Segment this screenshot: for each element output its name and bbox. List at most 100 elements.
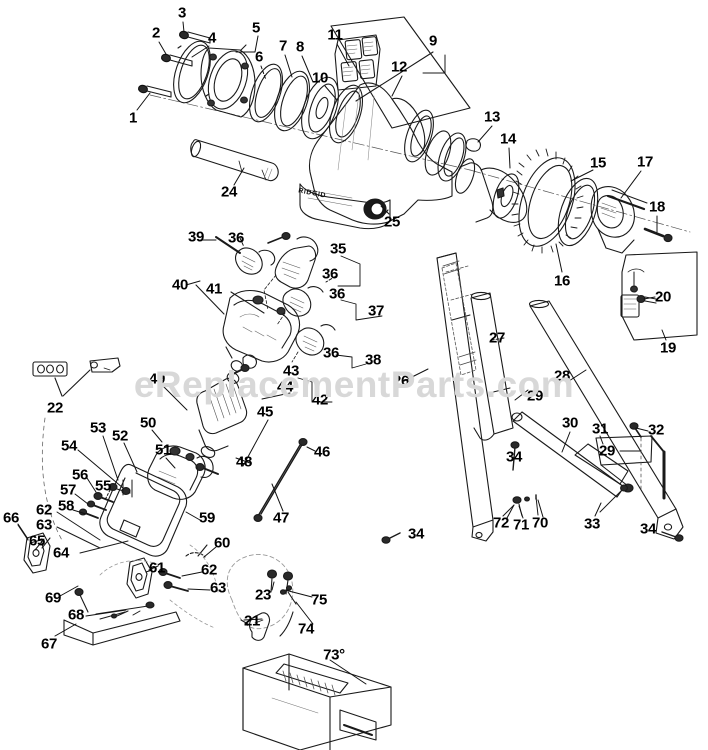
callout-49[interactable]: 49 xyxy=(148,370,166,388)
callout-19[interactable]: 19 xyxy=(659,339,677,357)
callout-75[interactable]: 75 xyxy=(310,591,328,609)
callout-62[interactable]: 62 xyxy=(35,501,53,519)
callout-43[interactable]: 43 xyxy=(282,362,300,380)
part-34-fasteners xyxy=(381,441,684,544)
callout-16[interactable]: 16 xyxy=(553,272,571,290)
part-19-panel xyxy=(620,251,698,341)
callout-50[interactable]: 50 xyxy=(139,414,157,432)
part-59-handle-frame xyxy=(99,463,188,557)
callout-14[interactable]: 14 xyxy=(499,130,517,148)
callout-9[interactable]: 9 xyxy=(428,32,438,50)
callout-63[interactable]: 63 xyxy=(209,579,227,597)
callout-60[interactable]: 60 xyxy=(213,534,231,552)
part-67-base-rail xyxy=(63,588,181,646)
callout-36[interactable]: 36 xyxy=(321,265,339,283)
callout-48[interactable]: 48 xyxy=(235,453,253,471)
leaders-62-63-64 xyxy=(56,511,129,554)
callout-64[interactable]: 64 xyxy=(52,544,70,562)
callout-68[interactable]: 68 xyxy=(67,606,85,624)
callout-31[interactable]: 31 xyxy=(591,420,609,438)
part-65-bracket xyxy=(17,524,51,574)
callout-22[interactable]: 22 xyxy=(46,399,64,417)
callout-13[interactable]: 13 xyxy=(483,108,501,126)
part-15-gear xyxy=(511,148,584,254)
part-13-key xyxy=(465,138,481,152)
callout-8[interactable]: 8 xyxy=(295,38,305,56)
callout-41[interactable]: 41 xyxy=(205,280,223,298)
callout-72[interactable]: 72 xyxy=(492,514,510,532)
callout-27[interactable]: 27 xyxy=(488,329,506,347)
callout-45[interactable]: 45 xyxy=(256,403,274,421)
callout-53[interactable]: 53 xyxy=(89,419,107,437)
callout-36[interactable]: 36 xyxy=(328,285,346,303)
callout-40[interactable]: 40 xyxy=(171,276,189,294)
callout-38[interactable]: 38 xyxy=(364,351,382,369)
callout-61[interactable]: 61 xyxy=(148,559,166,577)
callout-18[interactable]: 18 xyxy=(648,198,666,216)
part-3-screw xyxy=(179,30,211,44)
callout-63[interactable]: 63 xyxy=(35,516,53,534)
callout-67[interactable]: 67 xyxy=(40,635,58,653)
callout-58[interactable]: 58 xyxy=(57,497,75,515)
callout-39[interactable]: 39 xyxy=(187,228,205,246)
callout-59[interactable]: 59 xyxy=(198,509,216,527)
callout-71[interactable]: 71 xyxy=(512,516,530,534)
callout-28[interactable]: 28 xyxy=(553,367,571,385)
callout-54[interactable]: 54 xyxy=(60,437,78,455)
callout-57[interactable]: 57 xyxy=(59,481,77,499)
callout-6[interactable]: 6 xyxy=(254,48,264,66)
callout-35[interactable]: 35 xyxy=(329,240,347,258)
callout-34[interactable]: 34 xyxy=(407,525,425,543)
callout-42[interactable]: 42 xyxy=(311,391,329,409)
callout-23[interactable]: 23 xyxy=(254,586,272,604)
callout-56[interactable]: 56 xyxy=(71,466,89,484)
callout-74[interactable]: 74 xyxy=(297,620,315,638)
callout-32[interactable]: 32 xyxy=(647,421,665,439)
callout-66[interactable]: 66 xyxy=(2,509,20,527)
callout-4[interactable]: 4 xyxy=(207,29,217,47)
callout-2[interactable]: 2 xyxy=(151,24,161,42)
callout-47[interactable]: 47 xyxy=(272,509,290,527)
part-12-main-housing xyxy=(299,82,453,230)
callout-3[interactable]: 3 xyxy=(177,4,187,22)
callout-26[interactable]: 26 xyxy=(392,372,410,390)
callout-7[interactable]: 7 xyxy=(278,37,288,55)
callout-10[interactable]: 10 xyxy=(311,69,329,87)
callout-24[interactable]: 24 xyxy=(220,183,238,201)
callout-51[interactable]: 51 xyxy=(154,441,172,459)
callout-37[interactable]: 37 xyxy=(367,302,385,320)
part-8-plate xyxy=(301,76,339,140)
callout-33[interactable]: 33 xyxy=(583,515,601,533)
callout-69[interactable]: 69 xyxy=(44,589,62,607)
part-61-bracket xyxy=(126,557,159,599)
callout-36[interactable]: 36 xyxy=(322,344,340,362)
callout-30[interactable]: 30 xyxy=(561,414,579,432)
part-50-switch-housing xyxy=(147,445,214,500)
callout-21[interactable]: 21 xyxy=(243,612,261,630)
callout-52[interactable]: 52 xyxy=(111,427,129,445)
callout-29[interactable]: 29 xyxy=(526,387,544,405)
callout-46[interactable]: 46 xyxy=(313,443,331,461)
callout-1[interactable]: 1 xyxy=(128,109,138,127)
callout-73[interactable]: 73° xyxy=(323,646,345,664)
callout-34[interactable]: 34 xyxy=(639,520,657,538)
callout-36[interactable]: 36 xyxy=(227,229,245,247)
callout-44[interactable]: 44 xyxy=(276,378,294,396)
part-21-trigger xyxy=(240,612,271,641)
callout-5[interactable]: 5 xyxy=(251,19,261,37)
callout-20[interactable]: 20 xyxy=(654,288,672,306)
part-39-fitting xyxy=(215,232,291,275)
callout-34[interactable]: 34 xyxy=(505,448,523,466)
callout-65[interactable]: 65 xyxy=(28,532,46,550)
callout-55[interactable]: 55 xyxy=(94,477,112,495)
callout-12[interactable]: 12 xyxy=(390,58,408,76)
callout-62[interactable]: 62 xyxy=(200,561,218,579)
callout-17[interactable]: 17 xyxy=(636,153,654,171)
callout-25[interactable]: 25 xyxy=(383,213,401,231)
part-73-case xyxy=(242,653,392,750)
callout-11[interactable]: 11 xyxy=(327,26,343,44)
callout-70[interactable]: 70 xyxy=(531,514,549,532)
callout-15[interactable]: 15 xyxy=(589,154,607,172)
callout-29[interactable]: 29 xyxy=(598,442,616,460)
part-24-shaft xyxy=(190,139,279,182)
